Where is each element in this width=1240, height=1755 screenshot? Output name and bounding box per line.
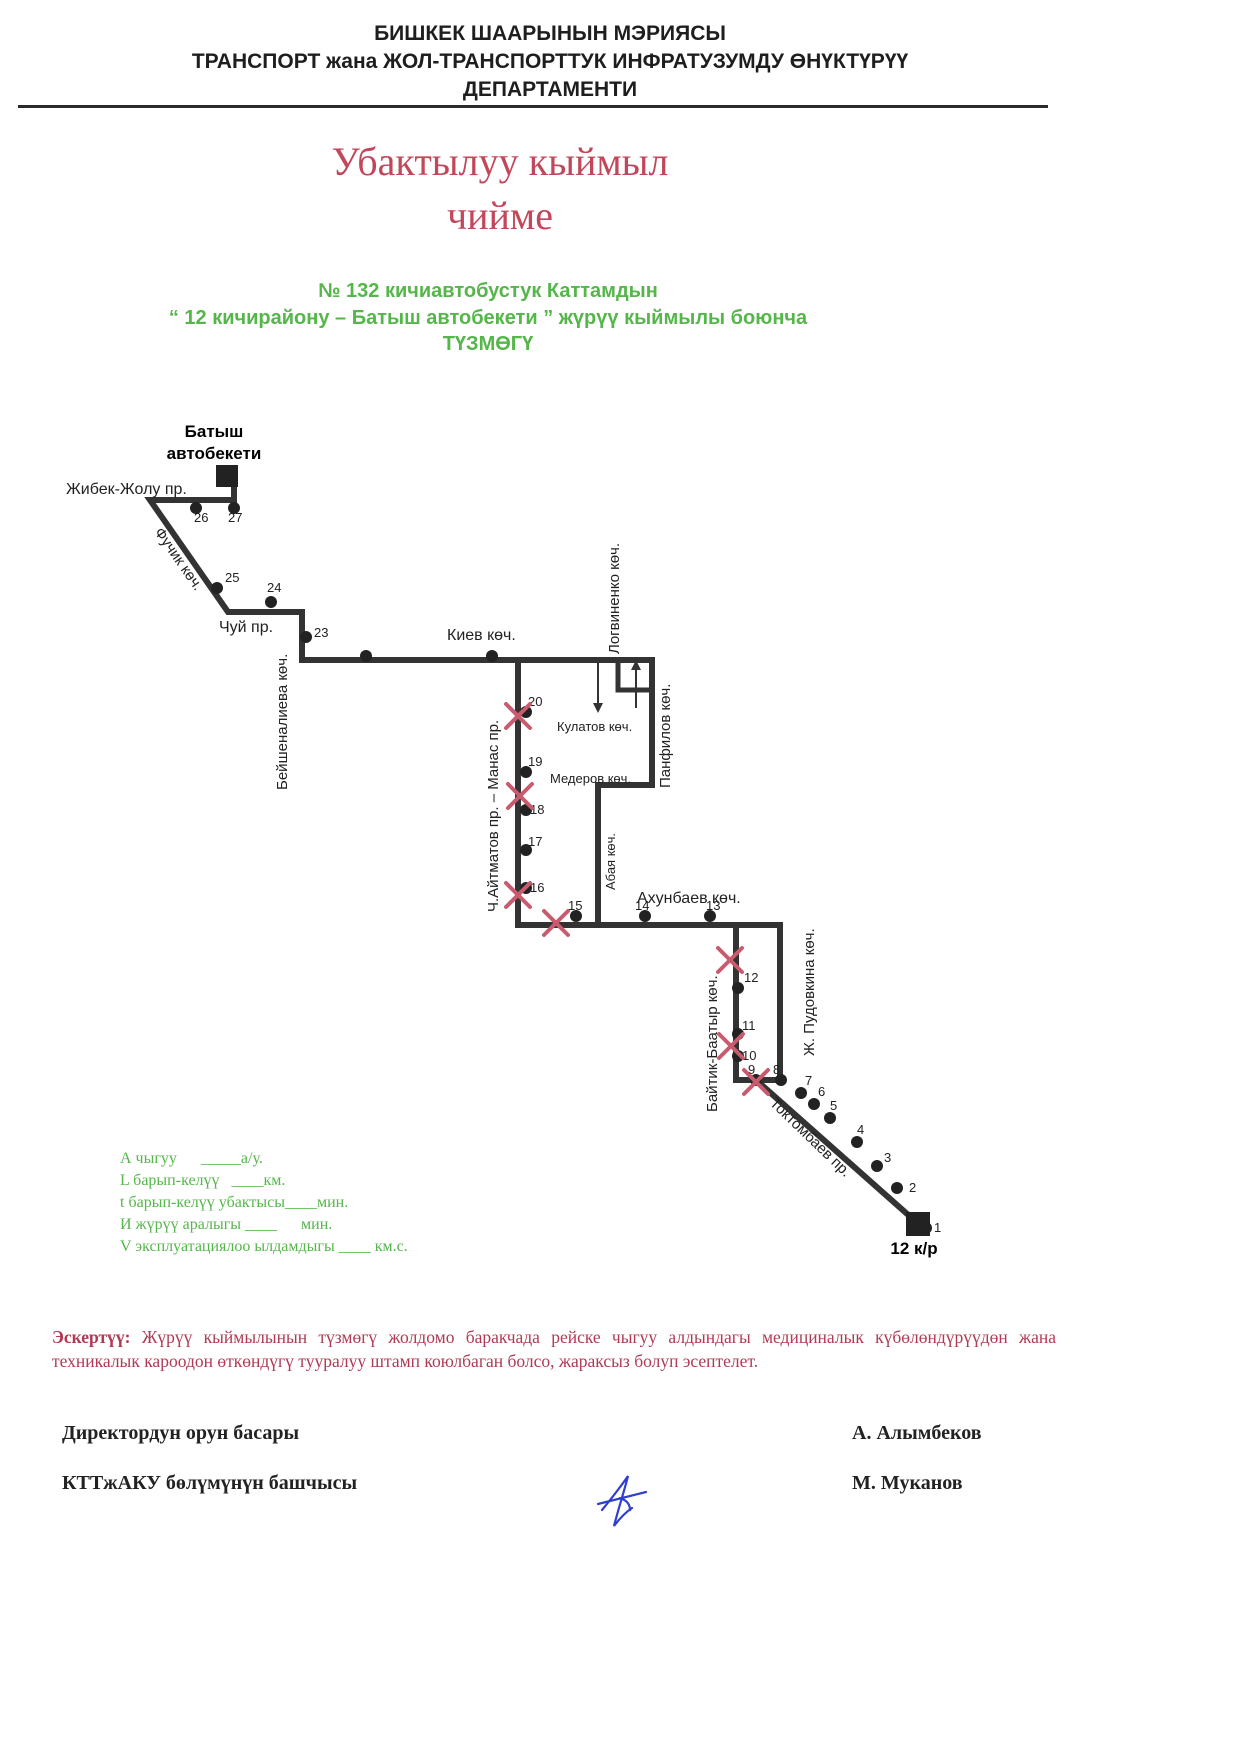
stop-6-label: 6	[818, 1084, 825, 1099]
stop-18-label: 18	[530, 802, 544, 817]
stop-8-marker	[775, 1074, 787, 1086]
street-abaya: Абая көч.	[603, 833, 618, 890]
stop-11-label: 11	[742, 1018, 756, 1033]
stop-5-label: 5	[830, 1098, 837, 1113]
stop-7-marker	[795, 1087, 807, 1099]
stop-2-marker	[891, 1182, 903, 1194]
unnumbered-stops	[360, 650, 498, 662]
stop-13-marker	[704, 910, 716, 922]
street-beyshenalieva: Бейшеналиева көч.	[274, 654, 291, 790]
terminal-start-marker	[216, 465, 238, 487]
closed-stop-cross-icon	[504, 702, 532, 730]
direction-arrows	[593, 660, 641, 713]
subtitle-line-1: № 132 кичиавтобустук Каттамдын	[318, 280, 658, 302]
stop-17-marker	[520, 844, 532, 856]
stop-1-label: 1	[934, 1220, 941, 1235]
closed-stop-cross-icon	[716, 946, 744, 974]
header-line-1: БИШКЕК ШААРЫНЫН МЭРИЯСЫ	[374, 22, 726, 45]
closed-stop-cross-icon	[504, 881, 532, 909]
stop-9-label: 9	[748, 1062, 755, 1077]
stat-t: t барып-келүү убактысы____мин.	[120, 1194, 349, 1211]
closed-stops-layer	[504, 702, 770, 1096]
street-chuy: Чуй пр.	[219, 619, 273, 636]
stop-15-label: 15	[568, 898, 582, 913]
stop-14-label: 14	[635, 898, 649, 913]
stop-19-marker	[520, 766, 532, 778]
stop-19-label: 19	[528, 754, 542, 769]
subtitle-line-3: ТҮЗМӨГҮ	[442, 333, 534, 355]
closed-stop-cross-icon	[542, 909, 570, 937]
stop-25-marker	[211, 582, 223, 594]
stop-24-label: 24	[267, 580, 281, 595]
stop-4-marker	[851, 1136, 863, 1148]
stop-25-label: 25	[225, 570, 239, 585]
closed-stop-cross-icon	[742, 1068, 770, 1096]
title-line-2: чийме	[447, 193, 553, 238]
terminal-end-label: 12 к/р	[890, 1239, 937, 1258]
stat-l: L барып-келүү ____км.	[120, 1172, 286, 1189]
street-zhibek: Жибек-Жолу пр.	[66, 481, 187, 498]
signature-role-1: Директордун орун басары	[62, 1422, 300, 1444]
stop-24-marker	[265, 596, 277, 608]
stop-6-marker	[808, 1098, 820, 1110]
header-line-3: ДЕПАРТАМЕНТИ	[462, 78, 638, 101]
stop-3-label: 3	[884, 1150, 891, 1165]
stop-23-label: 23	[314, 625, 328, 640]
subtitle-line-2: “ 12 кичирайону – Батыш автобекети ” жүр…	[168, 307, 808, 329]
route-line	[144, 484, 916, 1223]
signature-role-2: КТТжАКУ бөлүмүнүн башчысы	[62, 1472, 358, 1494]
stop-23-marker	[300, 631, 312, 643]
stop-14-marker	[639, 910, 651, 922]
stat-i: И жүрүү аралыгы ____ мин.	[120, 1216, 333, 1233]
closed-stop-cross-icon	[506, 782, 534, 810]
stat-v: V эксплуатациялоо ылдамдыгы ____ км.с.	[120, 1238, 408, 1255]
closed-stop-cross-icon	[717, 1032, 745, 1060]
stop-26-marker	[190, 502, 202, 514]
stat-a: А чыгуу _____а/у.	[120, 1150, 263, 1167]
street-baitik: Байтик-Баатыр көч.	[704, 975, 721, 1112]
street-mederov: Медеров көч.	[550, 771, 631, 786]
street-pudovkina: Ж. Пудовкина көч.	[801, 928, 818, 1056]
stop-27-label: 27	[228, 510, 242, 525]
stop-12-label: 12	[744, 970, 758, 985]
title-line-1: Убактылуу кыймыл	[331, 139, 669, 184]
stop-16-label: 16	[530, 880, 544, 895]
street-fuchik: Фучик көч.	[151, 525, 207, 594]
header-line-2: ТРАНСПОРТ жана ЖОЛ-ТРАНСПОРТТУК ИНФРАТУЗ…	[191, 50, 909, 73]
stop-5-marker	[824, 1112, 836, 1124]
stop-4-label: 4	[857, 1122, 864, 1137]
terminal-start-label-1: Батыш	[185, 422, 244, 441]
stop-13-label: 13	[706, 898, 720, 913]
stop-10-marker	[732, 1050, 744, 1062]
stop-7-label: 7	[805, 1073, 812, 1088]
stop-12-marker	[732, 982, 744, 994]
street-kulatov: Кулатов көч.	[557, 719, 632, 734]
terminal-start-label-2: автобекети	[167, 444, 262, 463]
stop-27-marker	[228, 502, 240, 514]
note: Эскертүү: Жүрүү кыймылынын түзмөгү жолдо…	[52, 1325, 1056, 1373]
stop-20-label: 20	[528, 694, 542, 709]
note-text: Жүрүү кыймылынын түзмөгү жолдомо баракча…	[52, 1327, 1056, 1371]
header-divider	[18, 105, 1048, 108]
street-kiev: Киев көч.	[447, 627, 516, 644]
signature-name-1: А. Алымбеков	[852, 1422, 982, 1444]
note-label: Эскертүү:	[52, 1327, 131, 1347]
street-aitmatov: Ч.Айтматов пр. – Манас пр.	[485, 720, 502, 912]
stop-2-label: 2	[909, 1180, 916, 1195]
stop-15-marker	[570, 910, 582, 922]
stop-3-marker	[871, 1160, 883, 1172]
stop-17-label: 17	[528, 834, 542, 849]
stop-8-label: 8	[773, 1062, 780, 1077]
stop-10-label: 10	[742, 1048, 756, 1063]
signature-name-2: М. Муканов	[852, 1472, 963, 1494]
handwritten-signature	[596, 1475, 648, 1527]
stop-26-label: 26	[194, 510, 208, 525]
street-akhunbaev: Ахунбаев көч.	[637, 890, 741, 907]
street-panfilov: Панфилов көч.	[657, 684, 674, 788]
route-map: Батыш автобекети 12 к/р 1234567891011121…	[66, 422, 941, 1258]
stop-1-marker	[920, 1222, 932, 1234]
street-logvinenko: Логвиненко көч.	[606, 543, 623, 654]
